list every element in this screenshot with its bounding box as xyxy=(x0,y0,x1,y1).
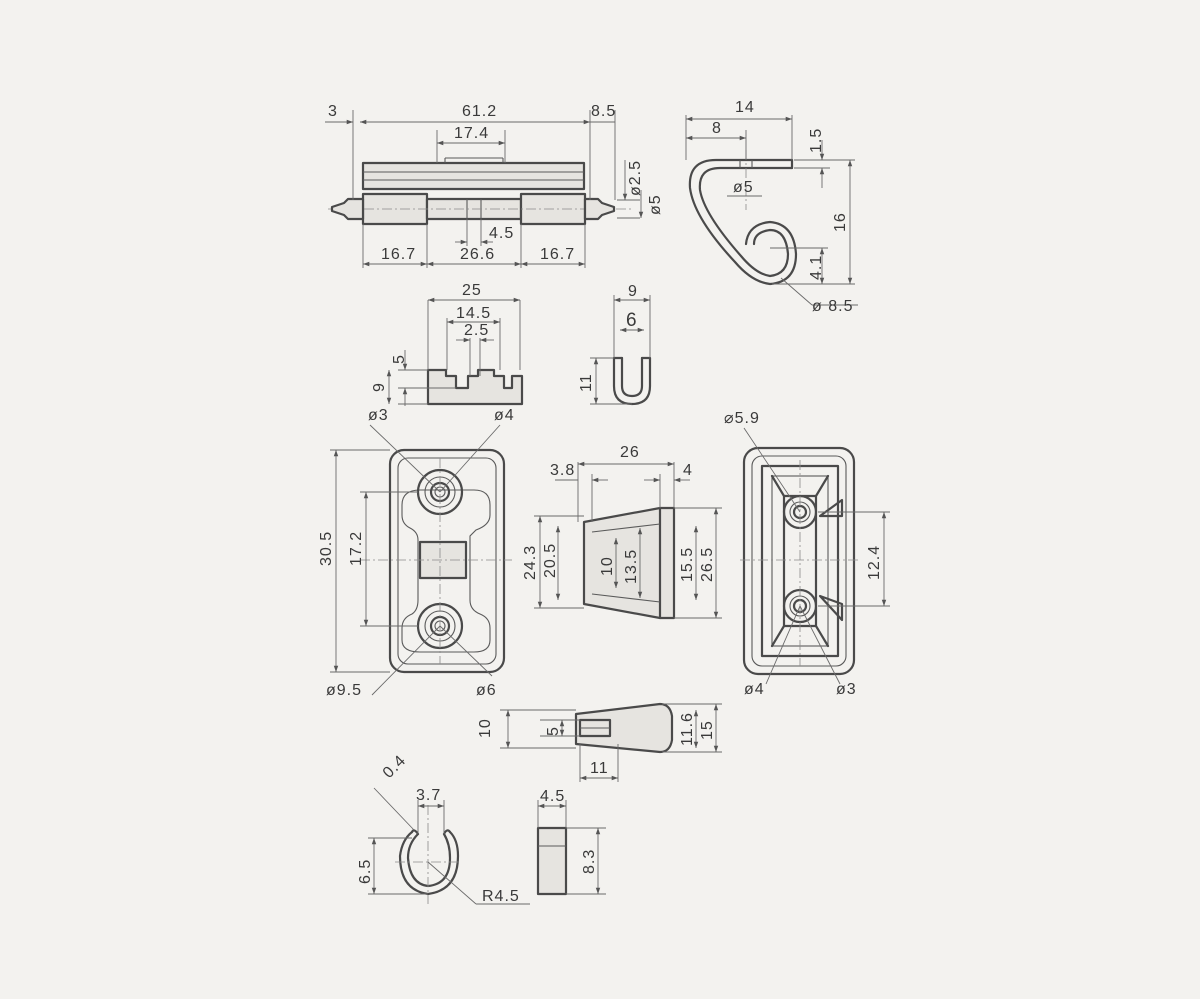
hinge-body-dia-dim: ø5 xyxy=(647,194,664,215)
plate-bottom-outline xyxy=(742,446,856,676)
insert-inner-height-dim: 20.5 xyxy=(542,543,559,578)
hinge-pin-dia-dim: ø2.5 xyxy=(627,160,644,196)
bracket-profile xyxy=(426,368,524,406)
insert-tip-inner-dim: 15.5 xyxy=(679,547,696,582)
insert-length-dim: 26 xyxy=(620,444,640,461)
plate-web xyxy=(401,489,491,653)
spring-clip-wire-dim: 0.4 xyxy=(380,752,410,782)
insert-end-flange-dim: 15 xyxy=(699,720,716,740)
plate-bottom-pitch-dim: 12.4 xyxy=(866,545,883,580)
plate-large-hole-dim: ø4 xyxy=(494,407,515,424)
bracket-slot-width-dim: 2.5 xyxy=(464,322,489,339)
insert-side-view: 26 3.8 4 24.3 20.5 10 13.5 15.5 26.5 xyxy=(522,444,722,620)
insert-lip-dim: 3.8 xyxy=(550,462,575,479)
hook-profile xyxy=(688,158,798,286)
hinge-center-gap-dim: 17.4 xyxy=(454,125,489,142)
hinge-front-view: 3 61.2 8.5 17.4 ø2.5 ø5 4.5 16.7 26.6 16… xyxy=(325,103,664,268)
plate-bottom-large-hole-dim: ø4 xyxy=(744,681,765,698)
hinge-right-knuckle-dim: 16.7 xyxy=(540,246,575,263)
plate-counterbore-dim: ø9.5 xyxy=(326,682,362,699)
bracket-height-dim: 9 xyxy=(371,382,388,392)
plate-top-view: 30.5 17.2 ø3 ø4 ø9.5 ø6 xyxy=(318,407,515,699)
hinge-slot-dim: 4.5 xyxy=(489,225,514,242)
plate-pitch-dim: 17.2 xyxy=(348,531,365,566)
hook-offset-dim: 8 xyxy=(712,120,722,137)
u-clip-inner-dim: 6 xyxy=(626,310,638,331)
pin-block-width-dim: 4.5 xyxy=(540,788,565,805)
spring-clip-opening-dim: 3.7 xyxy=(416,787,441,804)
spring-clip-view: 0.4 3.7 6.5 R4.5 xyxy=(357,752,530,905)
u-clip-width-dim: 9 xyxy=(628,283,638,300)
bracket-width-dim: 25 xyxy=(462,282,482,299)
plate-bottom-view: ⌀5.9 12.4 ø4 ø3 xyxy=(724,410,890,698)
pin-block-view: 4.5 8.3 xyxy=(536,788,606,896)
insert-waist-dim: 13.5 xyxy=(623,549,640,584)
hook-height-dim: 16 xyxy=(832,212,849,232)
hook-eye-dia-dim: ø 8.5 xyxy=(812,298,853,315)
u-clip-height-dim: 11 xyxy=(578,373,595,392)
plate-bottom-boss-dim: ⌀5.9 xyxy=(724,410,760,427)
hook-thickness-dim: 1.5 xyxy=(808,128,825,153)
bracket-slot-span-dim: 14.5 xyxy=(456,305,491,322)
plate-boss-dim: ø6 xyxy=(476,682,497,699)
insert-outer-height-dim: 24.3 xyxy=(522,545,539,580)
plate-small-hole-dim: ø3 xyxy=(368,407,389,424)
spring-clip-height-dim: 6.5 xyxy=(357,859,374,884)
hinge-leaf xyxy=(361,161,586,191)
hook-gap-dim: 4.1 xyxy=(808,255,825,280)
insert-tip-outer-dim: 26.5 xyxy=(699,547,716,582)
insert-end-height-dim: 10 xyxy=(477,718,494,738)
plate-bottom-small-hole-dim: ø3 xyxy=(836,681,857,698)
plate-height-dim: 30.5 xyxy=(318,531,335,566)
insert-end-length-dim: 11 xyxy=(590,760,609,777)
insert-end-slot-dim: 5 xyxy=(545,726,562,736)
insert-tip-dim: 4 xyxy=(683,462,693,479)
hinge-overall-width-dim: 61.2 xyxy=(462,103,497,120)
insert-end-view: 10 5 11 11.6 15 xyxy=(477,702,722,782)
bracket-side-view: 25 14.5 2.5 5 9 xyxy=(371,282,524,406)
insert-end-tip-height-dim: 11.6 xyxy=(679,712,696,746)
hinge-right-pin-dim: 8.5 xyxy=(591,103,616,120)
bracket-slot-depth-dim: 5 xyxy=(391,354,408,364)
pin-block-height-dim: 8.3 xyxy=(581,849,598,874)
hinge-left-pin-dim: 3 xyxy=(328,103,338,120)
right-pin xyxy=(583,197,616,221)
insert-slot-dim: 10 xyxy=(599,556,616,576)
hinge-center-knuckle-dim: 26.6 xyxy=(460,246,495,263)
hook-hole-dia-dim: ø5 xyxy=(733,179,754,196)
plate-outline xyxy=(388,448,506,674)
hook-side-view: 14 8 1.5 16 4.1 ø5 ø 8.5 xyxy=(685,99,858,315)
spring-clip-radius-dim: R4.5 xyxy=(482,888,520,905)
u-clip-view: 9 6 11 xyxy=(578,283,652,406)
hook-width-dim: 14 xyxy=(735,99,755,116)
pin-block xyxy=(536,826,568,896)
left-pin xyxy=(330,197,365,221)
hinge-left-knuckle-dim: 16.7 xyxy=(381,246,416,263)
